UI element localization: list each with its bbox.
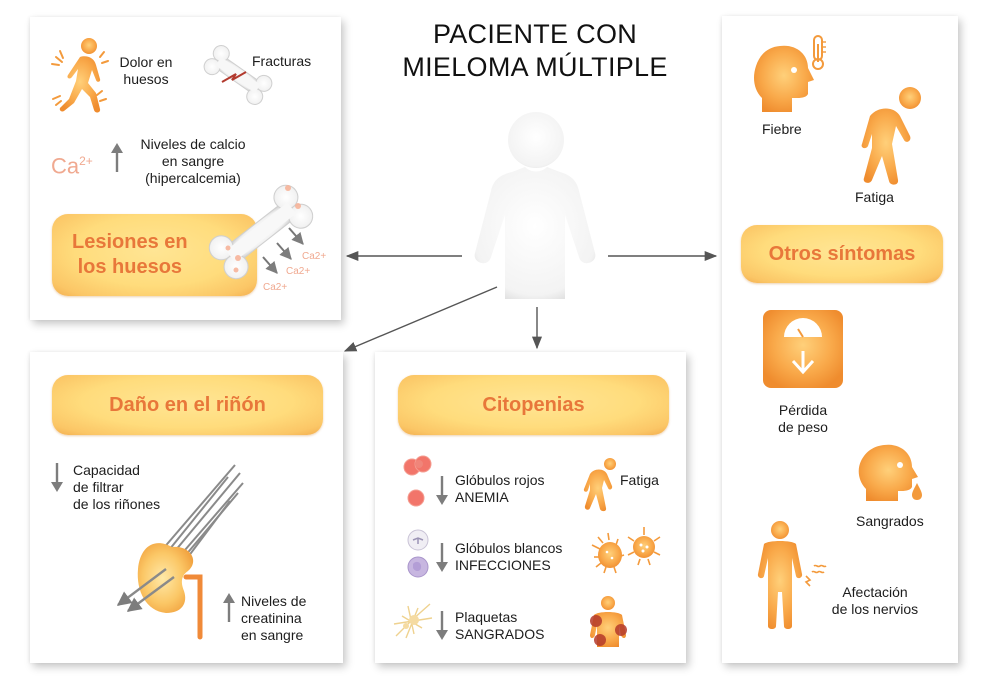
weight-loss-label: Pérdida de peso — [770, 402, 836, 436]
kidney-damage-heading: Daño en el riñón — [52, 375, 323, 435]
calcium-superscript: 2+ — [79, 154, 93, 168]
bleeding-label: SANGRADOS — [455, 626, 545, 642]
page-title: PACIENTE CON MIELOMA MÚLTIPLE — [380, 18, 690, 84]
white-blood-cells-icon — [407, 529, 429, 578]
arrow-up-icon — [111, 143, 123, 172]
bleeding-head-icon — [858, 444, 922, 501]
nerve-damage-label-line1: Afectación — [842, 584, 908, 600]
page-title-line1: PACIENTE CON — [432, 19, 638, 49]
bone-lesions-heading-text: Lesiones en los huesos — [72, 230, 188, 280]
creatinine-label: Niveles de creatinina en sangre — [241, 593, 306, 644]
kidney-filter-line3: de los riñones — [73, 496, 161, 512]
fever-label: Fiebre — [762, 121, 802, 137]
fatigue-person-icon — [583, 458, 616, 512]
kidney-filter-line2: de filtrar — [73, 479, 124, 495]
calcium-label-line3: (hipercalcemia) — [145, 170, 241, 186]
platelets-label: Plaquetas SANGRADOS — [455, 609, 544, 643]
page-title-line2: MIELOMA MÚLTIPLE — [402, 52, 668, 82]
arrow-down-icon — [436, 476, 448, 505]
fatigue-label: Fatiga — [855, 189, 894, 205]
creatinine-line1: Niveles de — [241, 593, 307, 609]
arrow-down-icon — [51, 463, 63, 492]
red-cells-label: Glóbulos rojos ANEMIA — [455, 472, 545, 506]
infections-label: INFECCIONES — [455, 557, 551, 573]
white-cells-label: Glóbulos blancos INFECCIONES — [455, 540, 562, 574]
cytopenias-heading: Citopenias — [398, 375, 669, 435]
red-cells-label-line1: Glóbulos rojos — [455, 472, 545, 488]
calcium-symbol-text: Ca — [51, 153, 80, 179]
creatinine-line3: en sangre — [241, 627, 304, 643]
fatigue-label: Fatiga — [620, 472, 659, 488]
bone-lesions-heading: Lesiones en los huesos — [52, 214, 257, 296]
nerve-damage-label: Afectación de los nervios — [826, 584, 924, 618]
calcium-label: Niveles de calcio en sangre (hipercalcem… — [130, 136, 256, 187]
nerve-person-icon — [757, 521, 827, 629]
patient-figure-icon — [474, 112, 596, 299]
anemia-label: ANEMIA — [455, 489, 509, 505]
weight-loss-label-line2: de peso — [778, 419, 828, 435]
calcium-release-arrows — [262, 227, 304, 274]
calcium-release-label: Ca2+ — [286, 266, 311, 277]
red-blood-cells-icon — [403, 455, 432, 507]
arrow-down-icon — [436, 611, 448, 640]
calcium-symbol: Ca2+ — [51, 148, 93, 179]
kidney-icon — [116, 464, 244, 640]
bone-pain-person-icon — [51, 38, 109, 113]
fever-head-thermometer-icon — [754, 35, 826, 113]
calcium-label-line2: en sangre — [161, 153, 225, 169]
bone-pain-label-line2: huesos — [123, 71, 169, 87]
kidney-filter-label: Capacidad de filtrar de los riñones — [73, 462, 160, 513]
creatinine-line2: creatinina — [241, 610, 302, 626]
fatigue-person-icon — [861, 87, 921, 185]
other-symptoms-heading: Otros síntomas — [741, 225, 943, 283]
kidney-filter-line1: Capacidad — [73, 462, 140, 478]
bone-lesions-heading-line2: los huesos — [77, 256, 183, 278]
platelets-label-line1: Plaquetas — [455, 609, 518, 625]
weight-scale-down-icon — [763, 310, 843, 388]
bleeding-label: Sangrados — [856, 513, 924, 529]
platelets-icon — [393, 603, 433, 639]
bruised-person-icon — [590, 596, 627, 647]
weight-loss-label-line1: Pérdida — [778, 402, 828, 418]
germs-icon — [591, 527, 661, 574]
calcium-label-line1: Niveles de calcio — [140, 136, 246, 152]
bone-pain-label: Dolor en huesos — [112, 54, 180, 88]
arrow-up-icon — [223, 593, 235, 622]
calcium-release-label: Ca2+ — [302, 251, 327, 262]
arrow-down-icon — [436, 543, 448, 572]
nerve-damage-label-line2: de los nervios — [831, 601, 919, 617]
calcium-release-label: Ca2+ — [263, 282, 288, 293]
white-cells-label-line1: Glóbulos blancos — [455, 540, 563, 556]
fractured-bone-icon — [203, 45, 273, 105]
lesioned-bone-icon — [208, 184, 314, 280]
bone-lesions-heading-line1: Lesiones en — [72, 231, 188, 253]
bone-pain-label-line1: Dolor en — [119, 54, 173, 70]
fractures-label: Fracturas — [252, 53, 312, 69]
